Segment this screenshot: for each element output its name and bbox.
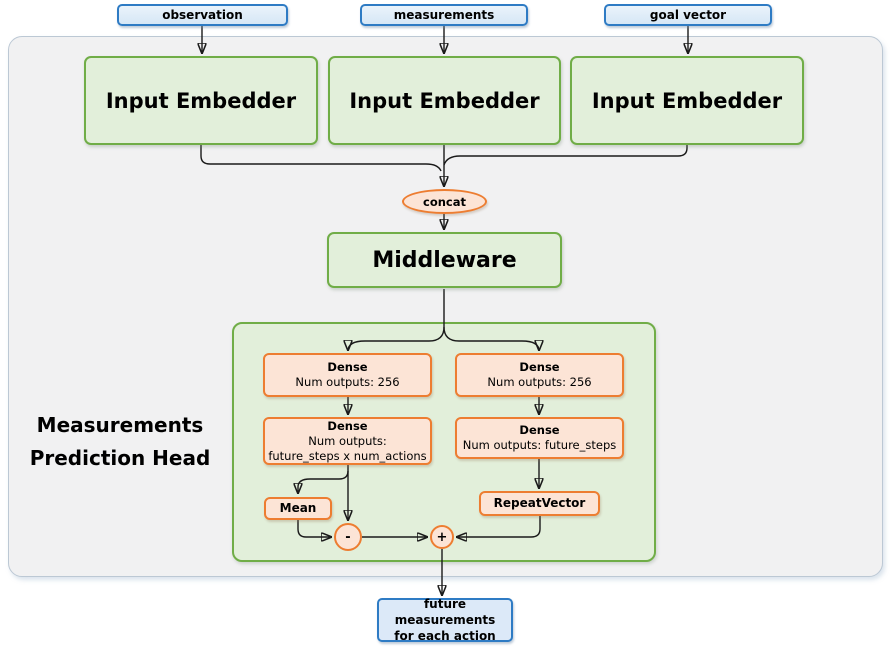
input-node-observation: observation bbox=[117, 4, 288, 26]
dense-line: Num outputs: future_steps bbox=[462, 438, 617, 452]
embedder-label: Input Embedder bbox=[349, 88, 540, 113]
dense-line: Num outputs: 256 bbox=[295, 375, 400, 389]
dense-line: Num outputs: 256 bbox=[487, 375, 592, 389]
input-node-label: goal vector bbox=[649, 8, 727, 22]
middleware-label: Middleware bbox=[372, 247, 517, 273]
embedder-label: Input Embedder bbox=[591, 88, 783, 113]
input-embedder-2: Input Embedder bbox=[328, 56, 561, 145]
output-line-2: for each action bbox=[394, 629, 496, 643]
dense-title: Dense bbox=[519, 360, 560, 374]
output-line-1: future measurements bbox=[394, 597, 496, 627]
minus-label: - bbox=[345, 529, 351, 545]
subtract-op-node: - bbox=[334, 523, 362, 551]
repeat-vector-label: RepeatVector bbox=[493, 496, 586, 510]
concat-node: concat bbox=[402, 189, 487, 214]
input-node-measurements: measurements bbox=[360, 4, 528, 26]
prediction-head-title: Measurements Prediction Head bbox=[18, 409, 222, 475]
output-node: future measurements for each action bbox=[377, 597, 513, 643]
dense-left-2: Dense Num outputs: future_steps x num_ac… bbox=[263, 417, 432, 465]
middleware-node: Middleware bbox=[327, 232, 562, 288]
input-embedder-1: Input Embedder bbox=[84, 56, 318, 145]
mean-label: Mean bbox=[279, 501, 317, 515]
concat-label: concat bbox=[423, 194, 466, 209]
dense-line: future_steps x num_actions bbox=[268, 448, 427, 463]
plus-label: + bbox=[436, 529, 448, 545]
mean-node: Mean bbox=[264, 497, 332, 520]
repeat-vector-node: RepeatVector bbox=[479, 491, 600, 516]
add-op-node: + bbox=[430, 525, 454, 549]
dense-title: Dense bbox=[327, 360, 368, 374]
dense-left-1: Dense Num outputs: 256 bbox=[263, 353, 432, 397]
dense-right-1: Dense Num outputs: 256 bbox=[455, 353, 624, 397]
input-node-label: observation bbox=[162, 8, 243, 22]
title-line-1: Measurements bbox=[36, 413, 204, 437]
dense-right-2: Dense Num outputs: future_steps bbox=[455, 417, 624, 459]
input-embedder-3: Input Embedder bbox=[570, 56, 804, 145]
title-line-2: Prediction Head bbox=[29, 446, 211, 470]
input-node-label: measurements bbox=[393, 8, 495, 22]
embedder-label: Input Embedder bbox=[105, 88, 297, 113]
dense-title: Dense bbox=[519, 423, 560, 437]
input-node-goal-vector: goal vector bbox=[604, 4, 772, 26]
dense-line: Num outputs: bbox=[308, 433, 387, 448]
dense-title: Dense bbox=[327, 418, 368, 433]
